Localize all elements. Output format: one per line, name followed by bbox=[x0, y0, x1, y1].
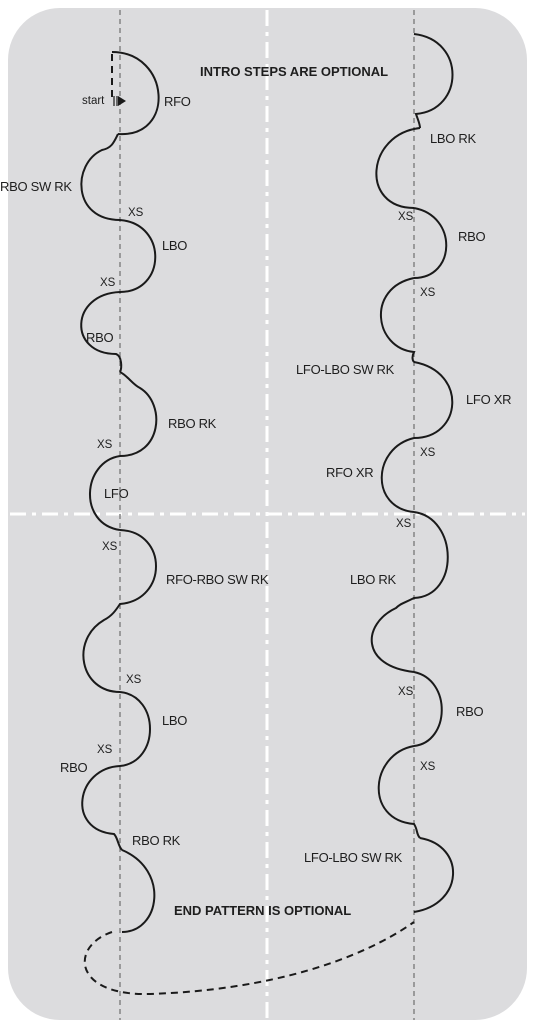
start-label: start bbox=[82, 95, 105, 107]
tracing-left-rbo-2 bbox=[81, 765, 123, 851]
tracing-left-rbo-rk bbox=[119, 371, 158, 457]
right-transition-label: XS bbox=[420, 447, 436, 459]
end-pattern-dashed-connector bbox=[83, 921, 415, 996]
tracing-left-lbo-2 bbox=[119, 691, 151, 767]
right-step-label: LFO XR bbox=[466, 392, 511, 407]
right-transition-label: XS bbox=[396, 518, 412, 530]
tracing-left-rfo bbox=[111, 51, 160, 136]
tracing-right-intro bbox=[413, 33, 454, 129]
right-step-label: RFO XR bbox=[326, 465, 373, 480]
intro-note: INTRO STEPS ARE OPTIONAL bbox=[200, 64, 388, 79]
right-step-label: LBO RK bbox=[350, 572, 397, 587]
tracing-left-rbo-1 bbox=[80, 291, 123, 373]
right-transition-label: XS bbox=[420, 761, 436, 773]
left-step-label: RBO bbox=[60, 760, 87, 775]
left-step-label: RBO SW RK bbox=[0, 179, 72, 194]
tracing-right-rbo-2 bbox=[413, 671, 443, 747]
left-step-label: LBO bbox=[162, 713, 187, 728]
left-transition-label: XS bbox=[128, 207, 144, 219]
right-step-label: LFO-LBO SW RK bbox=[304, 850, 403, 865]
tracing-right-rbo-1 bbox=[413, 207, 448, 279]
tracing-right-rfo-xr bbox=[380, 437, 415, 513]
start-arrow-icon bbox=[118, 96, 126, 106]
left-step-label: RBO bbox=[86, 330, 113, 345]
tracing-left-lbo-1 bbox=[119, 219, 157, 293]
start-tick-marks bbox=[113, 96, 118, 106]
left-step-label: RBO RK bbox=[132, 833, 181, 848]
tracing-right-lbo-rk bbox=[375, 127, 421, 209]
end-note: END PATTERN IS OPTIONAL bbox=[174, 903, 351, 918]
tracing-right-lfo-lbo-sw-rk bbox=[379, 277, 416, 363]
tracing-right-lbo-rk bbox=[370, 511, 449, 673]
left-transition-label: XS bbox=[97, 439, 113, 451]
left-transition-label: XS bbox=[102, 541, 118, 553]
tracing-left-lfo bbox=[89, 455, 121, 531]
right-step-label: RBO bbox=[458, 229, 485, 244]
tracing-left-rfo-rbo-sw-rk bbox=[82, 529, 157, 693]
left-step-label: RFO bbox=[164, 94, 191, 109]
left-step-label: LFO bbox=[104, 486, 129, 501]
left-step-label: LBO bbox=[162, 238, 187, 253]
left-step-label: RFO-RBO SW RK bbox=[166, 572, 269, 587]
tracing-right-lfo-lbo-sw-rk-2 bbox=[377, 745, 421, 839]
right-transition-label: XS bbox=[420, 287, 436, 299]
left-transition-label: XS bbox=[97, 744, 113, 756]
tracing-right-lfo-xr bbox=[413, 361, 454, 439]
right-step-label: LBO RK bbox=[430, 131, 477, 146]
right-transition-label: XS bbox=[398, 686, 414, 698]
right-transition-label: XS bbox=[398, 211, 414, 223]
right-step-label: RBO bbox=[456, 704, 483, 719]
tracing-left-rbo-sw-rk bbox=[80, 133, 121, 221]
left-transition-label: XS bbox=[126, 674, 142, 686]
right-step-label: LFO-LBO SW RK bbox=[296, 362, 395, 377]
tracing-right-end bbox=[413, 837, 455, 913]
left-step-label: RBO RK bbox=[168, 416, 217, 431]
left-transition-label: XS bbox=[100, 277, 116, 289]
tracing-left-end bbox=[121, 849, 156, 933]
